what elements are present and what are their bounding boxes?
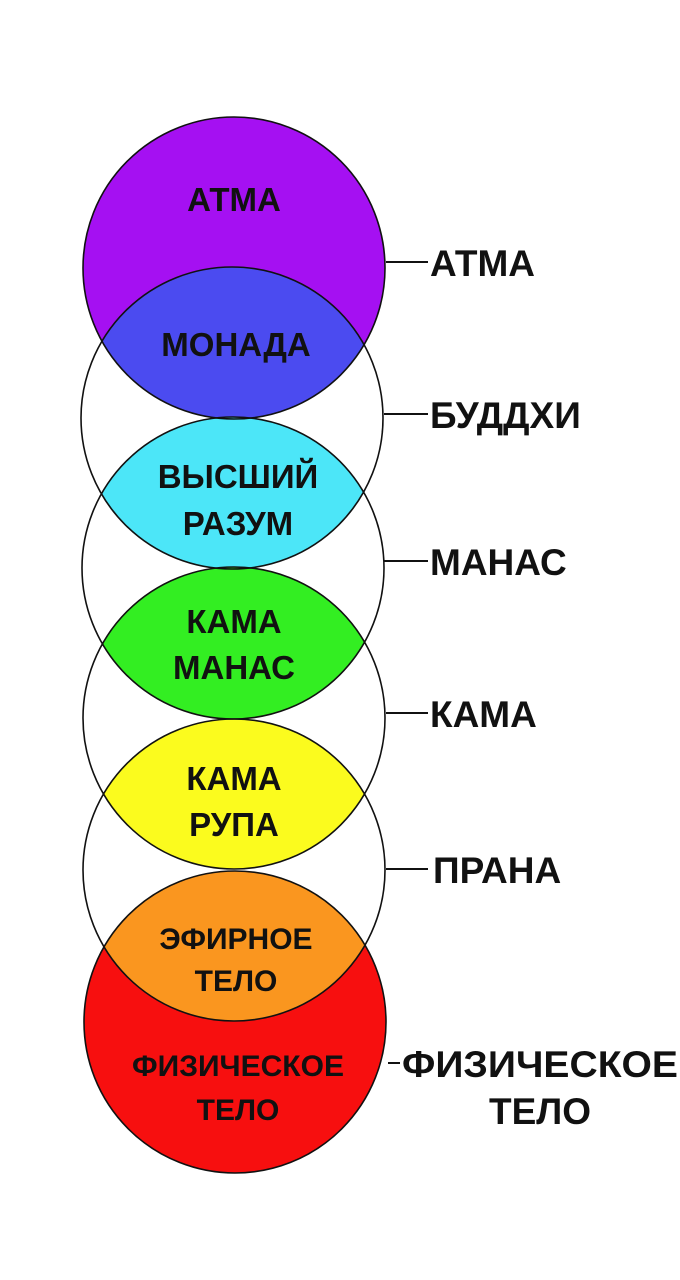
inner-label-monada: МОНАДА — [161, 326, 310, 363]
inner-label-kama-rupa-2: РУПА — [189, 806, 279, 843]
inner-labels: АТМА МОНАДА ВЫСШИЙ РАЗУМ КАМА МАНАС КАМА… — [132, 181, 344, 1127]
circle-outlines — [80, 116, 387, 1174]
circle-outline-prana — [82, 718, 386, 1022]
side-labels: АТМА БУДДХИ МАНАС КАМА ПРАНА ФИЗИЧЕСКОЕ … — [402, 243, 678, 1132]
side-label-buddhi: БУДДХИ — [430, 395, 581, 436]
side-label-prana: ПРАНА — [433, 850, 561, 891]
circle-outline-atma — [82, 116, 386, 420]
inner-label-kama-rupa-1: КАМА — [186, 760, 281, 797]
circle-outline-kama — [82, 566, 386, 870]
circle-outline-buddhi — [80, 266, 384, 570]
side-label-atma: АТМА — [430, 243, 535, 284]
circle-outline-physical — [83, 870, 387, 1174]
inner-label-physical-2: ТЕЛО — [197, 1094, 280, 1127]
inner-label-higher-mind-1: ВЫСШИЙ — [158, 457, 319, 495]
inner-label-physical-1: ФИЗИЧЕСКОЕ — [132, 1050, 344, 1083]
side-label-kama: КАМА — [430, 694, 537, 735]
side-label-manas: МАНАС — [430, 542, 567, 583]
inner-label-etheric-2: ТЕЛО — [195, 965, 278, 998]
side-label-physical-2: ТЕЛО — [489, 1091, 591, 1132]
inner-label-etheric-1: ЭФИРНОЕ — [159, 923, 312, 956]
inner-label-higher-mind-2: РАЗУМ — [183, 505, 293, 542]
kama-manas-lens — [83, 567, 384, 719]
inner-label-atma: АТМА — [187, 181, 281, 218]
inner-label-kama-manas-2: МАНАС — [173, 649, 295, 686]
side-label-physical-1: ФИЗИЧЕСКОЕ — [402, 1044, 678, 1085]
kama-rupa-lens — [83, 719, 385, 869]
leader-lines — [384, 261, 428, 1064]
inner-label-kama-manas-1: КАМА — [186, 603, 281, 640]
etheric-body-lens — [84, 871, 385, 1021]
